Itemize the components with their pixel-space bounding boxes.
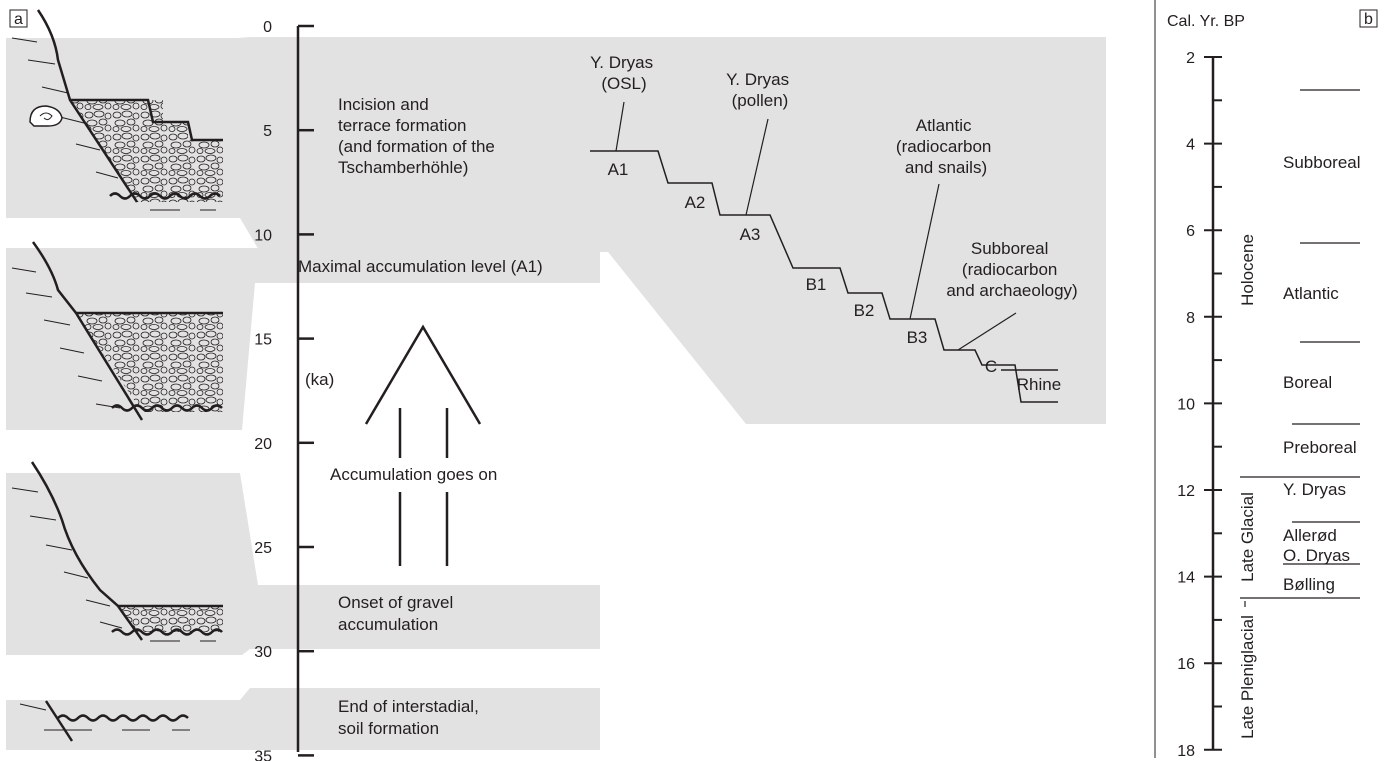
label-onset: Onset of gravel accumulation: [338, 593, 458, 634]
epoch-holocene: Holocene: [1238, 234, 1257, 306]
label-end-interstadial: End of interstadial, soil formation: [338, 697, 484, 738]
dating-leaders: [615, 101, 1017, 351]
panel-b-axis-title: Cal. Yr. BP: [1167, 13, 1245, 30]
snail-icon: [29, 105, 63, 127]
panel-b-label: b: [1364, 11, 1373, 28]
terrace-rhine: Rhine: [1017, 375, 1061, 394]
zone-lines: [1240, 89, 1360, 607]
annotation-a3: Y. Dryas (pollen): [726, 70, 794, 110]
calendar-tick-label: 4: [1186, 137, 1195, 154]
band-onset: [6, 473, 600, 655]
annotation-b3: Atlantic (radiocarbon and snails): [896, 116, 996, 177]
zone-labels: Subboreal Atlantic Boreal Preboreal Y. D…: [1283, 153, 1361, 594]
axis-tick-label: 20: [254, 436, 272, 453]
axis-tick-label: 5: [263, 123, 272, 140]
axis-tick-label: 25: [254, 540, 272, 557]
terrace-c: C: [985, 357, 997, 376]
time-axis: 0 5 10 15 20 25 30 35: [254, 19, 314, 761]
zone-younger-dryas: Y. Dryas: [1283, 480, 1346, 499]
calendar-tick-label: 8: [1186, 310, 1195, 327]
terrace-a1: A1: [608, 160, 629, 179]
terrace-level-labels: A1 A2 A3 B1 B2 B3 C Rhine: [608, 160, 1062, 394]
zone-preboreal: Preboreal: [1283, 438, 1357, 457]
axis-tick-label: 10: [254, 227, 272, 244]
calendar-tick-label: 18: [1177, 743, 1195, 760]
zone-subboreal: Subboreal: [1283, 153, 1361, 172]
terrace-a2: A2: [685, 193, 706, 212]
axis-tick-label: 15: [254, 332, 272, 349]
calendar-axis: 2 4 6 8 10 12 14 16 18: [1177, 50, 1222, 760]
annotation-c: Subboreal (radiocarbon and archaeology): [946, 239, 1077, 300]
zone-allerod: Allerød: [1283, 526, 1337, 545]
calendar-tick-label: 16: [1177, 656, 1195, 673]
sketch-onset: [11, 461, 223, 642]
terrace-b2: B2: [854, 301, 875, 320]
band-incision: [6, 37, 1106, 424]
label-accumulation: Accumulation goes on: [330, 465, 497, 484]
epoch-late-pleniglacial: Late Pleniglacial: [1238, 615, 1257, 739]
band-end-interstadial: [6, 688, 600, 750]
axis-unit-label: (ka): [305, 370, 334, 389]
zone-atlantic: Atlantic: [1283, 284, 1339, 303]
label-maximal-level: Maximal accumulation level (A1): [298, 257, 543, 276]
accumulation-arrow: [364, 324, 482, 566]
zone-bolling: Bølling: [1283, 575, 1335, 594]
zone-older-dryas: O. Dryas: [1283, 546, 1350, 565]
axis-tick-label: 35: [254, 748, 272, 761]
dating-annotations: Y. Dryas (OSL) Y. Dryas (pollen) Atlanti…: [590, 53, 1078, 300]
label-incision: Incision and terrace formation (and form…: [338, 95, 500, 177]
zone-boreal: Boreal: [1283, 373, 1332, 392]
panel-a-label: a: [14, 11, 23, 28]
sketch-interstadial: [19, 700, 190, 742]
axis-tick-label: 0: [263, 19, 272, 36]
sketch-maximal-accumulation: [11, 241, 223, 421]
terrace-b3: B3: [907, 328, 928, 347]
axis-tick-label: 30: [254, 644, 272, 661]
calendar-tick-label: 12: [1177, 483, 1195, 500]
panel-a-box: [9, 9, 28, 28]
calendar-tick-label: 14: [1177, 570, 1195, 587]
terrace-b1: B1: [806, 275, 827, 294]
annotation-a1: Y. Dryas (OSL): [590, 53, 658, 93]
panel-b-box: [1359, 9, 1378, 28]
terrace-profile: [590, 150, 1058, 403]
calendar-tick-label: 2: [1186, 50, 1195, 67]
calendar-tick-label: 6: [1186, 223, 1195, 240]
calendar-tick-label: 10: [1177, 396, 1195, 413]
terrace-a3: A3: [740, 225, 761, 244]
sketch-terrace-formation: [11, 9, 223, 211]
epoch-late-glacial: Late Glacial: [1238, 492, 1257, 582]
